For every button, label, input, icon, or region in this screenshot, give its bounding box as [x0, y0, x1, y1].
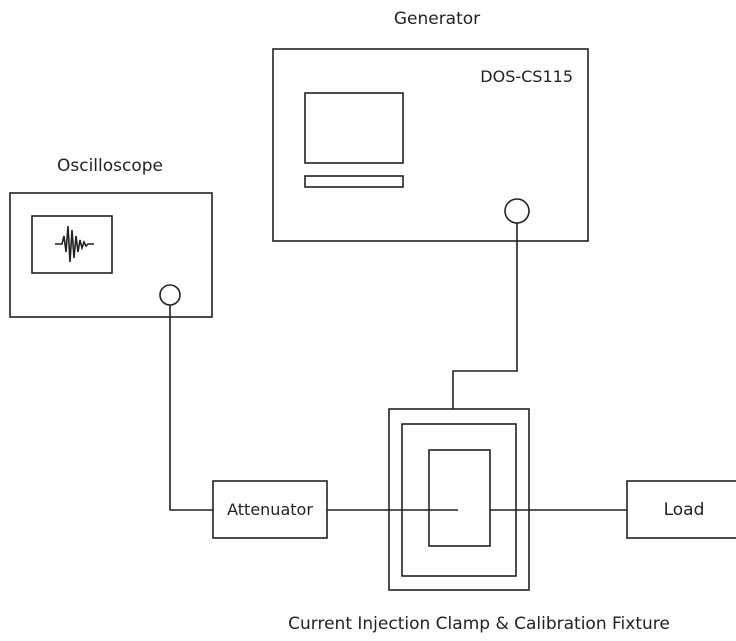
oscilloscope-to-attenuator-cable: [169, 305, 213, 511]
clamp-window: [428, 449, 491, 547]
oscilloscope-screen: [31, 215, 113, 274]
generator-to-clamp-cable: [452, 223, 518, 409]
generator-output-connector: [504, 198, 530, 224]
attenuator-box: [212, 480, 328, 539]
attenuator-label: Attenuator: [227, 500, 313, 519]
waveform-trace: [55, 225, 94, 263]
load-box: [626, 480, 736, 539]
oscilloscope-input-connector: [159, 284, 181, 306]
generator-model-label: DOS-CS115: [480, 67, 573, 86]
generator-control-bar: [304, 175, 404, 188]
generator-screen: [304, 92, 404, 164]
fixture-caption: Current Injection Clamp & Calibration Fi…: [288, 614, 670, 634]
generator-title: Generator: [394, 9, 480, 29]
oscilloscope-title: Oscilloscope: [57, 156, 163, 176]
load-label: Load: [664, 500, 705, 520]
